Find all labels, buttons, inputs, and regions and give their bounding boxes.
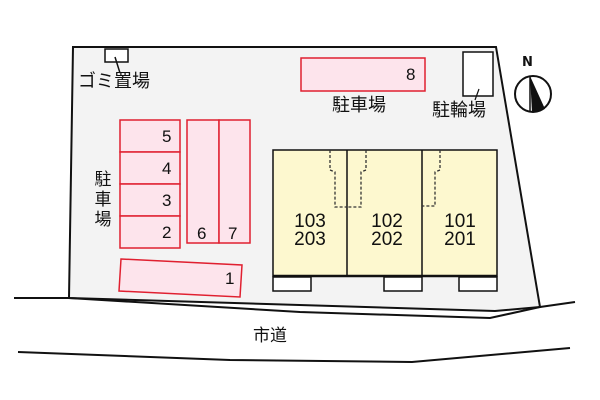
road-label: 市道 — [253, 326, 287, 346]
room-number-upper: 202 — [371, 229, 403, 250]
road-edge-south — [17, 347, 571, 364]
bicycle-parking-label: 駐輪場 — [432, 100, 486, 121]
room-number-upper: 201 — [444, 229, 476, 250]
garbage-station-label: ゴミ置場 — [78, 71, 150, 92]
stair-outline-mid — [348, 150, 367, 208]
parking-number-3: 3 — [162, 191, 172, 210]
parking-space-5 — [119, 119, 181, 153]
north-compass-icon — [514, 75, 552, 113]
unit-103-203: 103 203 — [275, 211, 345, 250]
garbage-leader-line — [114, 56, 121, 74]
bicycle-parking-area — [462, 51, 494, 97]
parking-number-8: 8 — [406, 65, 416, 84]
parking-number-6: 6 — [197, 224, 207, 243]
north-label: N — [522, 55, 533, 70]
road-edge-north — [14, 297, 576, 320]
room-number-ground: 101 — [444, 211, 476, 232]
parking-number-4: 4 — [162, 159, 172, 178]
balcony-101 — [458, 276, 498, 292]
parking-number-1: 1 — [225, 269, 235, 288]
parking-space-7 — [218, 119, 251, 244]
parking-label-top: 駐車場 — [332, 95, 386, 116]
unit-102-202: 102 202 — [352, 211, 422, 250]
balcony-102 — [383, 276, 423, 292]
parking-space-1 — [118, 258, 243, 298]
balcony-103 — [272, 276, 312, 292]
parking-space-8 — [300, 57, 426, 92]
parking-space-3 — [119, 183, 181, 217]
room-number-upper: 203 — [294, 229, 326, 250]
room-number-ground: 103 — [294, 211, 326, 232]
room-number-ground: 102 — [371, 211, 403, 232]
parking-number-7: 7 — [228, 224, 238, 243]
parking-number-2: 2 — [162, 223, 172, 242]
unit-101-201: 101 201 — [425, 211, 495, 250]
bicycle-leader-line — [474, 88, 480, 101]
parking-space-2 — [119, 215, 181, 249]
parking-label-left: 駐車場 — [94, 170, 112, 230]
stair-outline-right — [422, 150, 441, 207]
stair-outline-left — [329, 150, 348, 208]
parking-number-5: 5 — [162, 127, 172, 146]
building-outline — [272, 149, 498, 277]
parking-space-6 — [186, 119, 220, 244]
